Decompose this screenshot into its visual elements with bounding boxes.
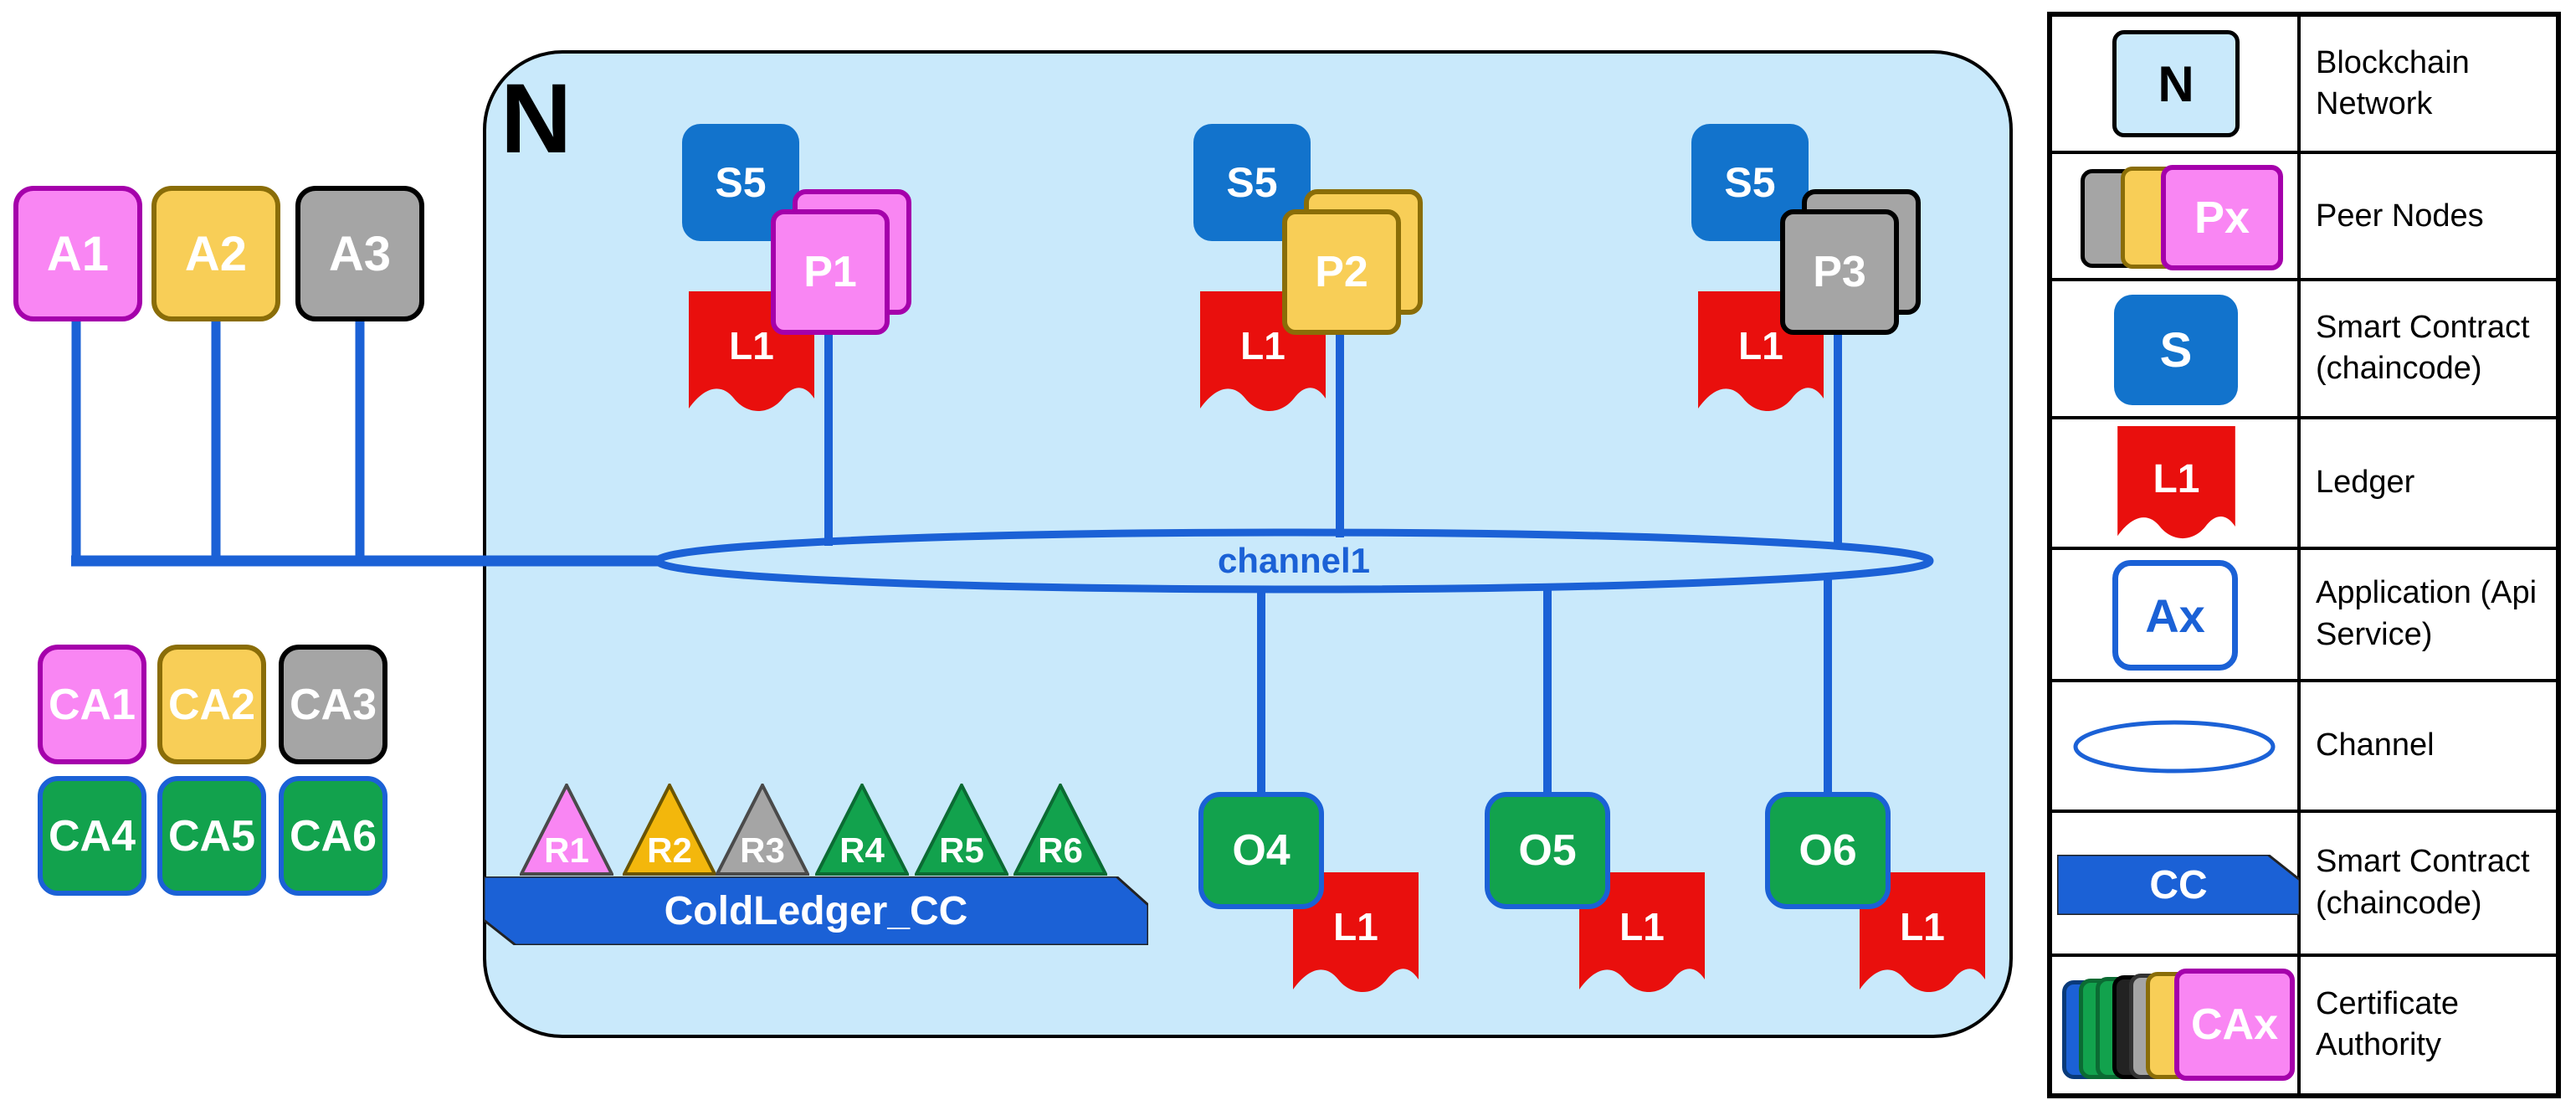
ledger-label: L1: [1619, 905, 1665, 949]
legend-label: Smart Contract (chaincode): [2316, 309, 2530, 387]
ca-stack-front: CAx: [2174, 968, 2295, 1081]
peer-node-p3: P3: [1780, 209, 1899, 335]
triangle-label: R1: [544, 830, 589, 870]
ledger-label: L1: [1900, 905, 1945, 949]
legend-row-application: Ax Application (Api Service): [2052, 547, 2556, 679]
legend-label: Certificate Authority: [2316, 985, 2460, 1063]
application-a3: A3: [295, 186, 424, 321]
application-icon: Ax: [2052, 550, 2301, 679]
ledger-label: L1: [1333, 905, 1378, 949]
legend-row-chaincode-banner: CC Smart Contract (chaincode): [2052, 810, 2556, 954]
certificate-authority-ca5: CA5: [157, 776, 266, 896]
legend-label: Ledger: [2316, 465, 2415, 501]
legend-row-smart-contract: S Smart Contract (chaincode): [2052, 278, 2556, 416]
peer-stack-icon: Px: [2052, 154, 2301, 279]
legend-label: Smart Contract (chaincode): [2316, 844, 2530, 921]
chaincode-banner: ColdLedger_CC: [484, 876, 1148, 945]
certificate-authority-ca1: CA1: [38, 645, 146, 764]
peer-stack-front: Px: [2161, 165, 2283, 271]
legend-row-channel: Channel: [2052, 678, 2556, 810]
certificate-authority-ca3: CA3: [279, 645, 387, 764]
legend-label: Blockchain Network: [2316, 44, 2470, 122]
ledger-label: L1: [1738, 324, 1783, 368]
chaincode-triangle-r6: R6: [1013, 784, 1107, 876]
legend-row-certificate-authority: CAx Certificate Authority: [2052, 953, 2556, 1093]
chaincode-triangle-r4: R4: [815, 784, 909, 876]
legend-label: Application (Api Service): [2316, 575, 2538, 652]
ledger-icon-letter: L1: [2153, 456, 2200, 501]
ledger-label: L1: [729, 324, 774, 368]
chaincode-triangle-r5: R5: [915, 784, 1008, 876]
network-icon: N: [2052, 17, 2301, 152]
legend-row-ledger: L1 Ledger: [2052, 415, 2556, 547]
ledger-flag-o6: L1: [1860, 872, 1985, 1006]
ledger-flag-icon: L1: [2052, 419, 2301, 547]
ledger-flag-o4: L1: [1293, 872, 1419, 1006]
chaincode-triangle-r1: R1: [520, 784, 613, 876]
triangle-label: R4: [839, 830, 885, 870]
network-icon-letter: N: [2112, 30, 2240, 137]
orderer-o4: O4: [1198, 792, 1324, 909]
orderer-o6: O6: [1765, 792, 1891, 909]
smart-contract-s5-3: S5: [1691, 124, 1809, 241]
triangle-label: R6: [1038, 830, 1083, 870]
legend-row-network: N Blockchain Network: [2052, 17, 2556, 152]
network-label: N: [500, 64, 572, 174]
ledger-flag-o5: L1: [1579, 872, 1705, 1006]
smart-contract-icon: S: [2052, 281, 2301, 416]
channel-label: channel1: [1217, 541, 1371, 580]
orderer-o5: O5: [1485, 792, 1610, 909]
legend-label: Peer Nodes: [2316, 198, 2484, 234]
chaincode-triangle-r3: R3: [716, 784, 809, 876]
legend-label: Channel: [2316, 727, 2435, 763]
ca-stack-icon: CAx: [2052, 956, 2301, 1093]
chaincode-banner-letters: CC: [2149, 862, 2208, 907]
legend-row-peer-nodes: Px Peer Nodes: [2052, 151, 2556, 279]
triangle-label: R3: [740, 830, 785, 870]
chaincode-banner-icon: CC: [2052, 813, 2301, 954]
peer-node-p2: P2: [1282, 209, 1401, 335]
application-a2: A2: [151, 186, 280, 321]
channel-ellipse-icon: [2052, 681, 2301, 810]
certificate-authority-ca4: CA4: [38, 776, 146, 896]
ledger-label: L1: [1240, 324, 1285, 368]
legend-table: N Blockchain Network Px Peer Nodes S Sma…: [2047, 12, 2561, 1098]
certificate-authority-ca2: CA2: [157, 645, 266, 764]
triangle-label: R5: [939, 830, 984, 870]
chaincode-banner-label: ColdLedger_CC: [664, 888, 968, 933]
chaincode-triangle-r2: R2: [623, 784, 716, 876]
peer-node-p1: P1: [771, 209, 890, 335]
application-a1: A1: [13, 186, 142, 321]
smart-contract-icon-letter: S: [2114, 295, 2238, 406]
application-icon-letters: Ax: [2112, 560, 2238, 671]
triangle-label: R2: [647, 830, 692, 870]
certificate-authority-ca6: CA6: [279, 776, 387, 896]
